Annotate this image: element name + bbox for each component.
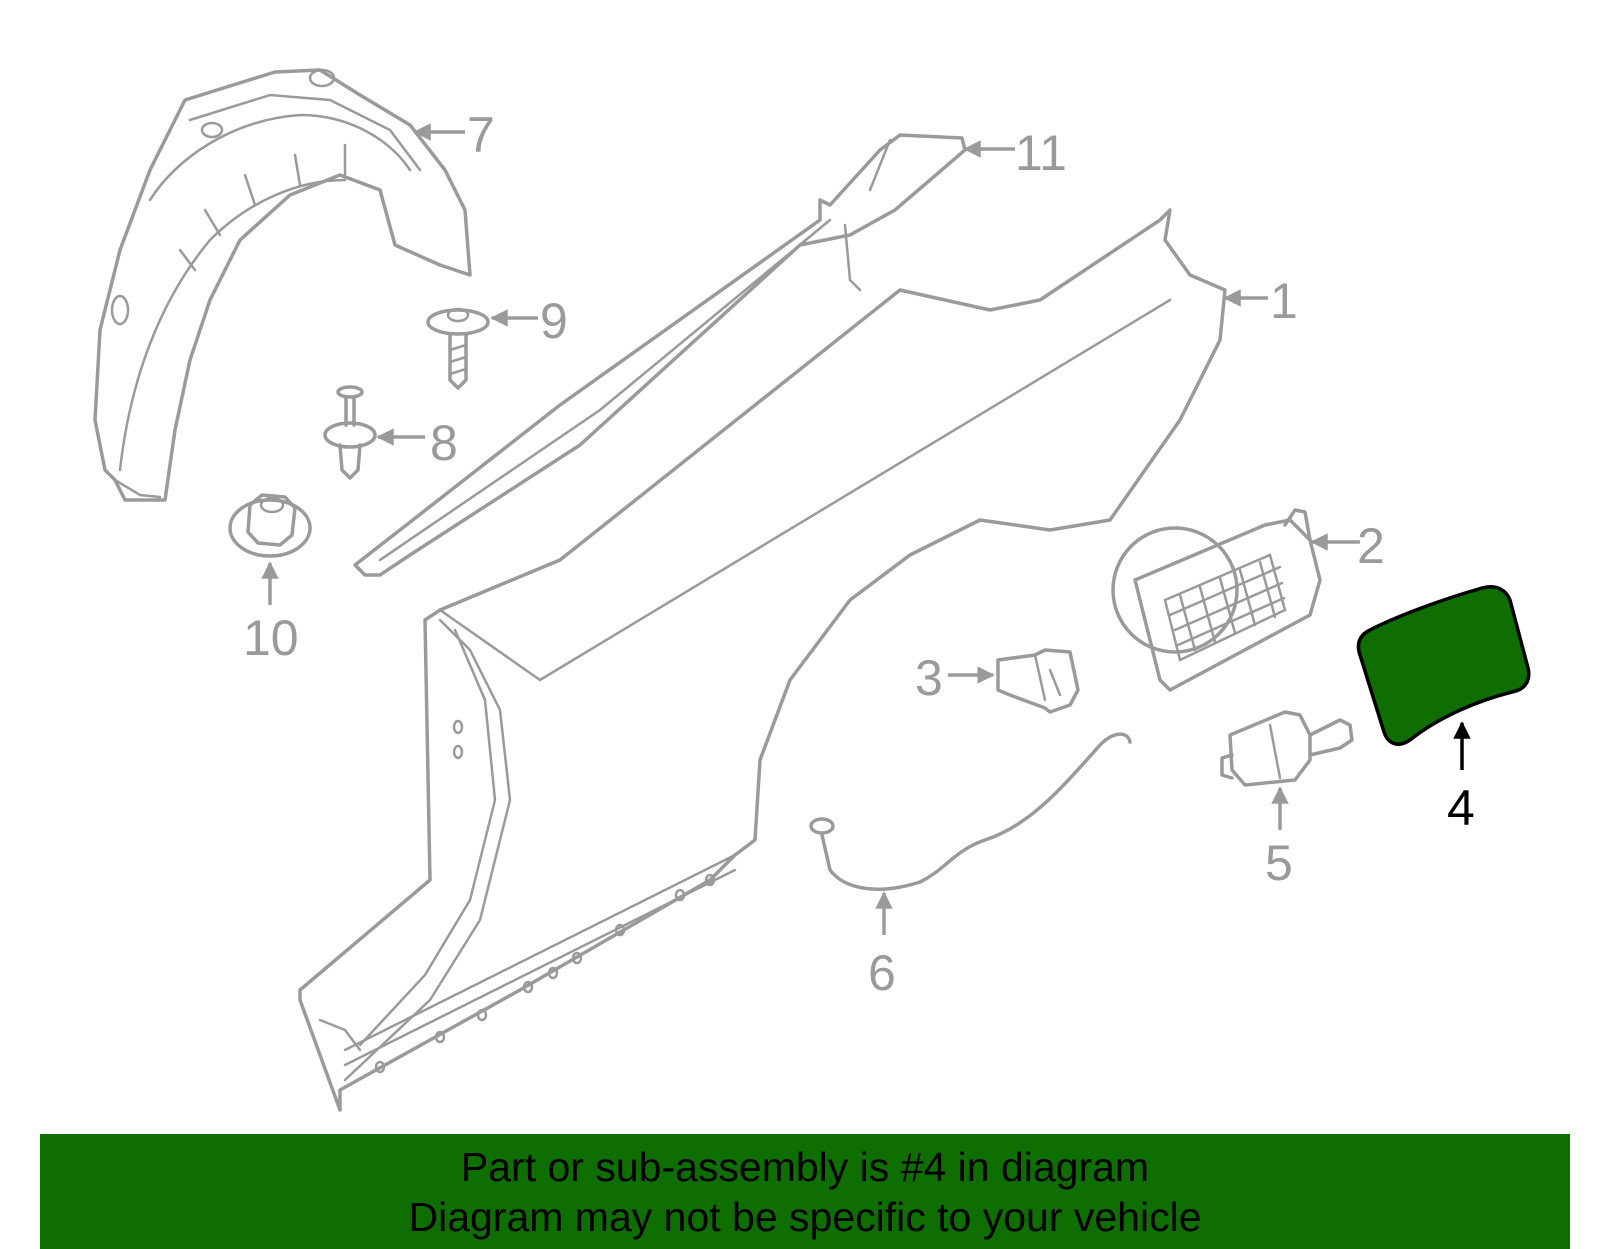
banner-line-part: Part or sub-assembly is #4 in diagram — [460, 1144, 1150, 1190]
banner-line-disclaimer: Diagram may not be specific to your vehi… — [408, 1194, 1202, 1240]
callout-3: 3 — [915, 650, 995, 706]
callout-3-label: 3 — [915, 650, 943, 706]
sill-strip-part-11 — [353, 133, 967, 577]
callout-6: 6 — [868, 891, 896, 1001]
callout-4-label: 4 — [1447, 780, 1475, 836]
callout-10: 10 — [243, 561, 299, 666]
callout-5: 5 — [1265, 786, 1293, 891]
quarter-panel-part-1 — [298, 208, 1227, 1112]
fuel-filler-housing-part-2 — [1111, 508, 1322, 692]
callout-11: 11 — [963, 125, 1067, 181]
push-pin-part-9 — [426, 307, 490, 390]
wheel-arch-liner-part-7 — [93, 68, 472, 502]
stop-part-3 — [996, 648, 1080, 714]
callout-7-label: 7 — [467, 107, 495, 163]
callout-1: 1 — [1223, 273, 1298, 329]
release-cable-part-6 — [809, 732, 1132, 891]
callout-2-label: 2 — [1357, 518, 1385, 574]
callout-9: 9 — [490, 293, 568, 349]
callout-2: 2 — [1310, 518, 1385, 574]
callout-5-label: 5 — [1265, 835, 1293, 891]
callout-4: 4 — [1447, 721, 1475, 836]
callout-1-label: 1 — [1270, 273, 1298, 329]
callout-9-label: 9 — [540, 293, 568, 349]
callout-8: 8 — [376, 415, 458, 471]
callout-10-label: 10 — [243, 610, 299, 666]
callout-7: 7 — [413, 107, 495, 163]
flange-nut-part-10 — [228, 493, 312, 558]
clip-part-8 — [323, 385, 377, 480]
callout-8-label: 8 — [430, 415, 458, 471]
actuator-part-5 — [1220, 710, 1354, 787]
callout-6-label: 6 — [868, 945, 896, 1001]
fuel-door-part-4 — [1356, 585, 1531, 746]
callout-11-label: 11 — [1015, 125, 1067, 181]
part-info-banner: Part or sub-assembly is #4 in diagram Di… — [40, 1134, 1570, 1249]
